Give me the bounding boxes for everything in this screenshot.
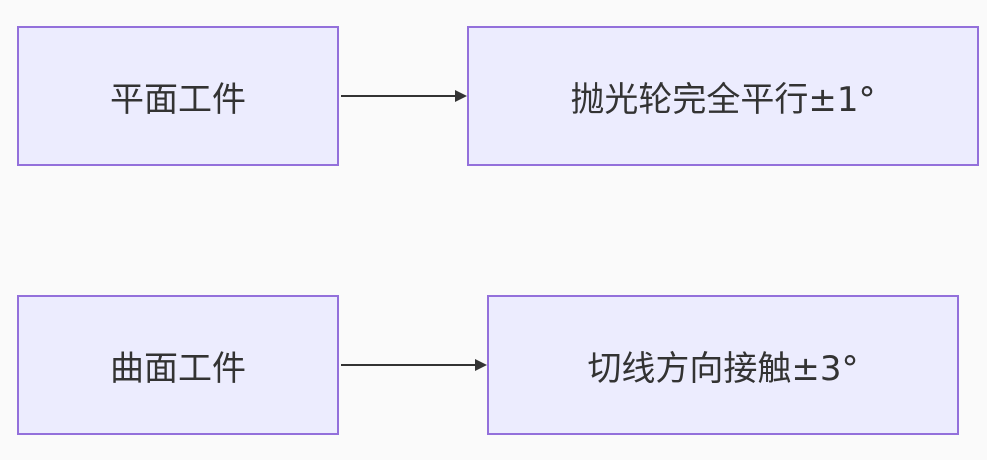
node-label: 抛光轮完全平行±1° (570, 79, 876, 120)
node-label: 曲面工件 (110, 348, 246, 389)
node-label: 切线方向接触±3° (587, 348, 859, 389)
node-label: 平面工件 (110, 79, 246, 120)
node-tangent-contact: 切线方向接触±3° (487, 295, 959, 435)
node-wheel-parallel: 抛光轮完全平行±1° (467, 26, 979, 166)
node-flat-workpiece: 平面工件 (17, 26, 339, 166)
node-curved-workpiece: 曲面工件 (17, 295, 339, 435)
